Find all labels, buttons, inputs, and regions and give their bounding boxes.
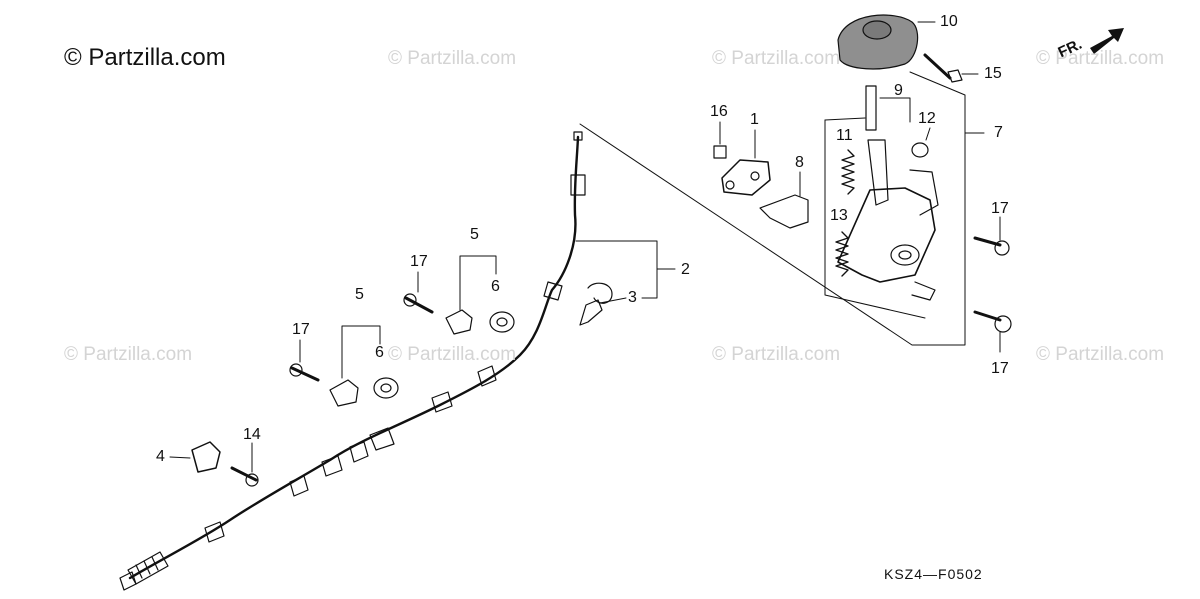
- lever-assembly: [837, 139, 939, 301]
- callout-12[interactable]: 12: [918, 110, 936, 127]
- switch-1: [721, 129, 771, 196]
- callout-15[interactable]: 15: [984, 65, 1002, 82]
- callout-10[interactable]: 10: [940, 13, 958, 30]
- callout-17[interactable]: 17: [410, 253, 428, 270]
- watermark-text: © Partzilla.com: [712, 344, 841, 365]
- callout-11[interactable]: 11: [836, 127, 853, 144]
- callout-7[interactable]: 7: [994, 124, 1003, 141]
- callout-8[interactable]: 8: [795, 154, 804, 171]
- watermark-text: © Partzilla.com: [1036, 344, 1165, 365]
- callout-16[interactable]: 16: [710, 103, 728, 120]
- callout-5[interactable]: 5: [470, 226, 479, 243]
- diagram-code: KSZ4—F0502: [884, 566, 983, 582]
- forward-arrow-icon: [1090, 28, 1124, 54]
- callout-13[interactable]: 13: [830, 207, 848, 224]
- callout-5[interactable]: 5: [355, 286, 364, 303]
- callout-3[interactable]: 3: [628, 289, 637, 306]
- cable-assembly: [119, 131, 586, 591]
- watermark-text: © Partzilla.com: [388, 48, 517, 69]
- callout-6[interactable]: 6: [375, 344, 384, 361]
- watermark-text: © Partzilla.com: [64, 344, 193, 365]
- callout-17[interactable]: 17: [991, 200, 1009, 217]
- cable-clamp-3: [579, 282, 613, 326]
- watermark-text: © Partzilla.com: [712, 48, 841, 69]
- callout-4[interactable]: 4: [156, 448, 165, 465]
- callout-14[interactable]: 14: [243, 426, 261, 443]
- copyright-text: © Partzilla.com: [64, 44, 226, 71]
- callout-2[interactable]: 2: [681, 261, 690, 278]
- callout-9[interactable]: 9: [894, 82, 903, 99]
- watermark-text: © Partzilla.com: [1036, 48, 1165, 69]
- callout-6[interactable]: 6: [491, 278, 500, 295]
- callout-17[interactable]: 17: [991, 360, 1009, 377]
- callout-17[interactable]: 17: [292, 321, 310, 338]
- callout-1[interactable]: 1: [750, 111, 759, 128]
- watermark-text: © Partzilla.com: [388, 344, 517, 365]
